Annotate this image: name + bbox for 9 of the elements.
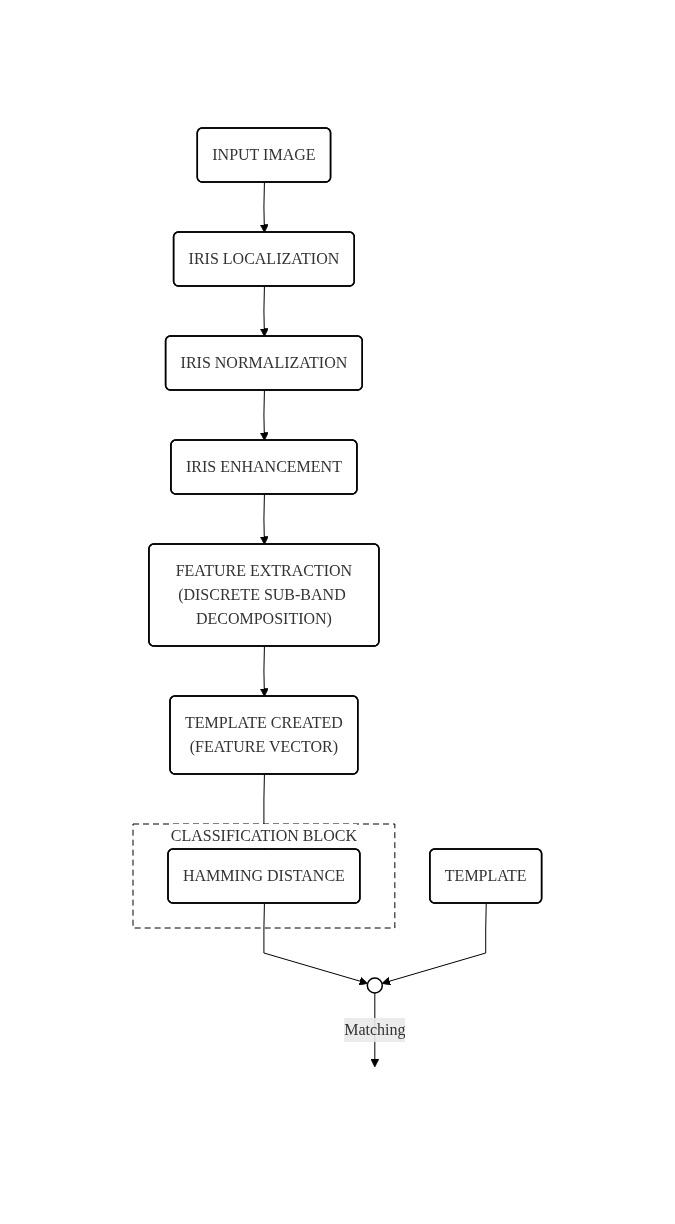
node-circle [366, 976, 384, 994]
edge-label: Matching [344, 1020, 406, 1038]
arrow [260, 389, 269, 441]
arrow [381, 902, 487, 985]
arrow [263, 902, 369, 985]
arrow [260, 181, 269, 233]
arrow [260, 645, 269, 697]
arrow [260, 285, 269, 337]
arrow [260, 493, 269, 545]
